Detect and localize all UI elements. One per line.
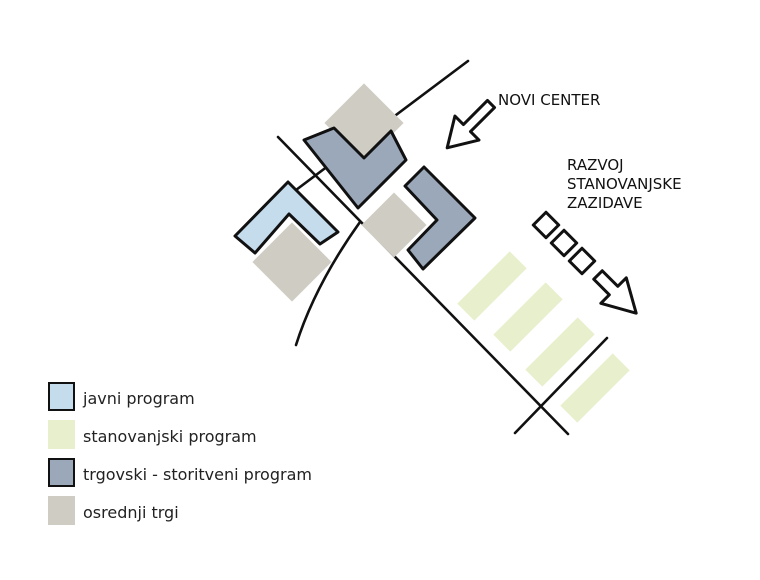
legend-item-javni: javni program [48,380,368,418]
housing-bar [457,251,527,321]
legend-label: javni program [83,389,195,408]
main-road [276,135,570,436]
legend-label: osrednji trgi [83,503,179,522]
novi-center-label: NOVI CENTER [498,91,600,109]
legend-label: trgovski - storitveni program [83,465,312,484]
curved-road [294,220,362,347]
roads [276,59,609,436]
south-road [513,336,609,435]
razvoj-label-line1: RAZVOJ [567,156,624,174]
razvoj-label-line2: STANOVANJSKE [567,175,682,193]
development-arrow-icon [531,210,638,315]
housing-bars [457,251,630,423]
housing-bar [560,353,630,423]
legend-swatch [48,420,75,449]
legend-swatch [48,458,75,487]
novi-center-arrow-icon [445,98,497,150]
legend-swatch [48,382,75,411]
legend-item-trgovski: trgovski - storitveni program [48,456,368,494]
housing-bar [493,282,563,352]
commercial-block-right [403,165,477,271]
legend-item-osrednji: osrednji trgi [48,494,368,532]
legend-label: stanovanjski program [83,427,257,446]
square-left [252,222,332,302]
public-block [233,180,340,255]
legend: javni program stanovanjski program trgov… [48,380,368,532]
commercial-block-top [302,126,408,210]
razvoj-label-line3: ZAZIDAVE [567,194,643,212]
legend-swatch [48,496,75,525]
legend-item-stanovanjski: stanovanjski program [48,418,368,456]
housing-bar [525,317,595,387]
